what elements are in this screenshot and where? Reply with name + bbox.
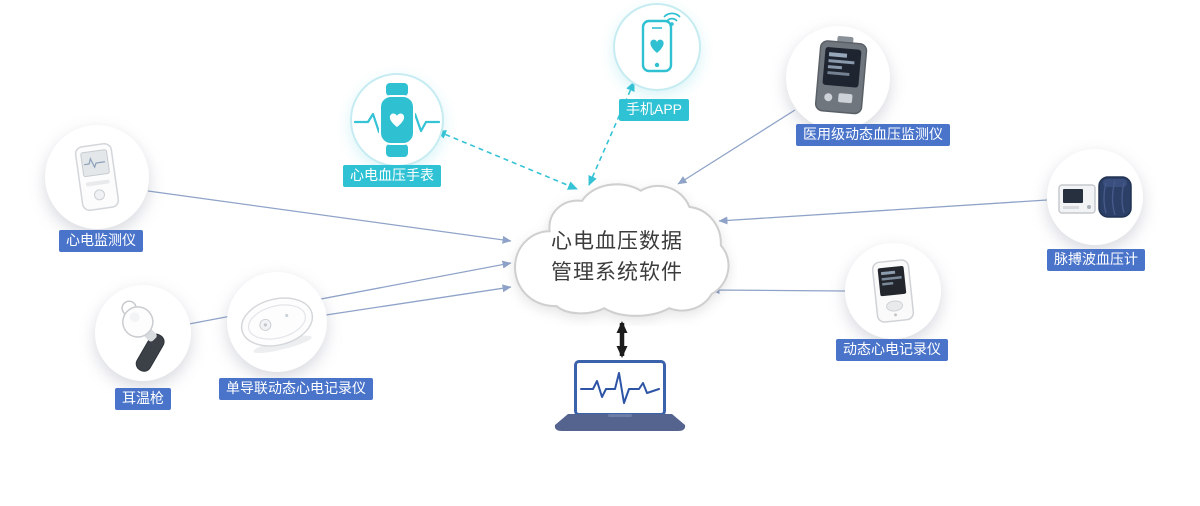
device-ecg-patch (227, 272, 327, 372)
arrow-abpm-to-cloud (677, 109, 796, 185)
ecg-patch-icon (240, 297, 314, 354)
bp-meter-icon (1058, 176, 1132, 218)
arrow-phone-cloud-sync (588, 81, 635, 186)
device-holter (845, 243, 941, 339)
laptop-screen (574, 360, 666, 416)
device-ear-thermometer (95, 285, 191, 381)
device-bp-meter-label: 脉搏波血压计 (1047, 249, 1145, 271)
cloud-shape (514, 183, 730, 317)
device-smart-phone (613, 3, 701, 91)
device-abpm-label: 医用级动态血压监测仪 (796, 124, 950, 146)
device-ecg-patch-label: 单导联动态心电记录仪 (219, 378, 373, 400)
arrow-bp-meter-to-cloud (718, 199, 1048, 225)
cloud-title: 心电血压数据 管理系统软件 (517, 226, 717, 288)
arrow-holter-to-cloud (710, 286, 846, 295)
handheld-ecg-icon (74, 142, 120, 212)
cloud-title-line1: 心电血压数据 (551, 230, 683, 253)
laptop-base (554, 414, 686, 431)
smart-phone-icon (641, 12, 681, 73)
device-bp-meter (1047, 149, 1143, 245)
laptop-ecg-trace (580, 372, 660, 404)
arrow-watch-cloud-sync (436, 130, 578, 190)
holter-icon (871, 259, 915, 323)
device-handheld-ecg-label: 心电监测仪 (59, 230, 143, 252)
smart-watch-icon (353, 83, 441, 157)
arrow-ecg-patch-to-cloud (325, 284, 512, 316)
device-handheld-ecg (45, 125, 149, 229)
device-holter-label: 动态心电记录仪 (836, 339, 948, 361)
cloud-title-line2: 管理系统软件 (551, 261, 683, 284)
device-smart-watch (350, 73, 444, 167)
arrow-handheld-ecg-to-cloud (147, 190, 512, 244)
abpm-icon (814, 35, 868, 115)
device-abpm (786, 26, 890, 130)
ear-thermometer-icon (121, 300, 165, 372)
device-smart-watch-label: 心电血压手表 (343, 165, 441, 187)
device-ear-thermometer-label: 耳温枪 (115, 388, 171, 410)
device-smart-phone-label: 手机APP (618, 99, 690, 121)
